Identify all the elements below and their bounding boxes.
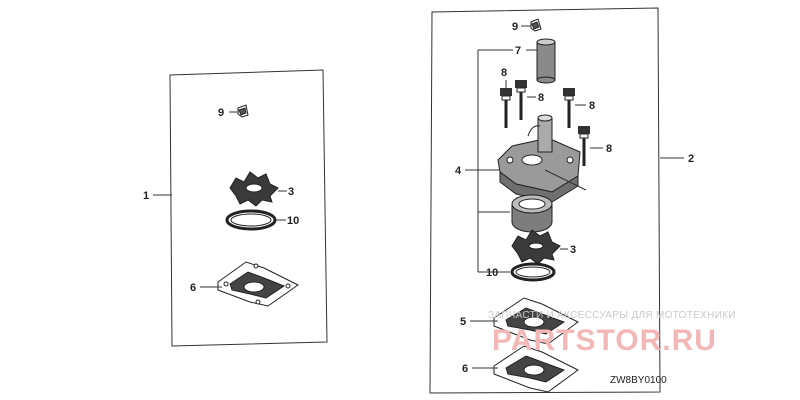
clip-part-9-right	[530, 18, 542, 32]
callout-10-right: 10	[486, 267, 498, 279]
bracket-line-left	[477, 49, 513, 273]
assembly-1-frame	[169, 69, 328, 347]
leader-line-4-diag	[544, 169, 587, 191]
bolt-part-8-b	[515, 80, 527, 120]
assembly-1-group: 1 9 3 10	[143, 69, 328, 347]
callout-8-d: 8	[606, 143, 612, 155]
gasket-part-6-left	[217, 261, 299, 307]
drawing-code: ZW8BY0100	[610, 375, 667, 386]
callout-8-a: 8	[501, 67, 507, 79]
watermark-tagline: ЗАПЧАСТИ И АКСЕССУАРЫ ДЛЯ МОТОТЕХНИКИ	[488, 310, 736, 321]
pump-liner	[511, 194, 553, 233]
gasket-part-5	[493, 297, 579, 345]
callout-7: 7	[515, 45, 521, 57]
impeller-part-3-right	[511, 229, 561, 265]
bolt-part-8-a	[500, 88, 512, 128]
callout-3-right: 3	[570, 244, 576, 256]
callout-9-left: 9	[218, 107, 224, 119]
callout-4: 4	[455, 165, 462, 177]
impeller-part-3-left	[229, 171, 279, 207]
callout-6-left: 6	[190, 282, 196, 294]
callout-1: 1	[143, 190, 149, 202]
clip-part-9-left	[237, 104, 249, 118]
assembly-2-frame	[429, 7, 661, 394]
callout-8-c: 8	[589, 100, 595, 112]
assembly-2-group: 2 9 7	[429, 7, 694, 394]
watermark-brand: PARTSTOR.RU	[492, 324, 717, 357]
o-ring-part-10-left	[225, 209, 277, 231]
gasket-part-6-right	[493, 345, 579, 393]
callout-8-b: 8	[538, 92, 544, 104]
bolt-part-8-c	[563, 88, 575, 128]
callout-9-right: 9	[512, 21, 518, 33]
o-ring-part-10-right	[510, 262, 556, 282]
callout-6-right: 6	[462, 363, 468, 375]
bolt-part-8-d	[578, 126, 590, 166]
callout-2: 2	[688, 153, 694, 165]
tube-part-7	[536, 38, 556, 84]
callout-5: 5	[460, 316, 466, 328]
callout-3-left: 3	[288, 186, 294, 198]
watermark: ЗАПЧАСТИ И АКСЕССУАРЫ ДЛЯ МОТОТЕХНИКИ PA…	[488, 310, 736, 357]
pump-housing-part-4	[497, 114, 581, 203]
callout-10-left: 10	[287, 215, 299, 227]
